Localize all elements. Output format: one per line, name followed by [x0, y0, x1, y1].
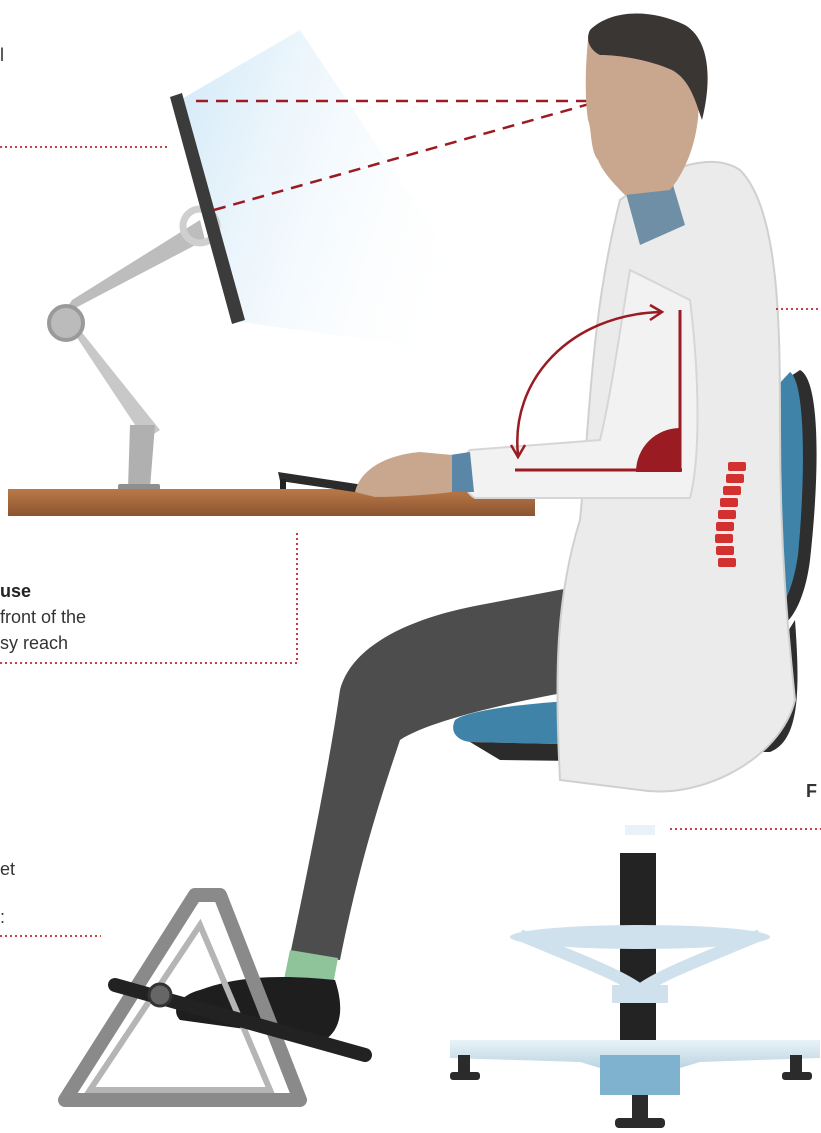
caption-feet-text-1: et	[0, 859, 15, 879]
caption-mouse-line-2: sy reach	[0, 630, 68, 657]
caption-feet-fragment-1: et	[0, 856, 15, 883]
monitor-arm	[49, 209, 217, 491]
caption-chair-fragment: F	[806, 778, 817, 805]
caption-top-left-text: l	[0, 45, 4, 65]
trousers	[290, 585, 585, 960]
caption-chair-text: F	[806, 781, 817, 801]
caption-top-left-fragment: l	[0, 42, 4, 69]
caption-feet-fragment-2: :	[0, 904, 5, 931]
caption-feet-text-2: :	[0, 907, 5, 927]
caption-mouse-line-1: front of the	[0, 604, 86, 631]
hand	[355, 452, 452, 497]
caption-mouse-title: use	[0, 578, 31, 605]
desk	[8, 489, 535, 516]
